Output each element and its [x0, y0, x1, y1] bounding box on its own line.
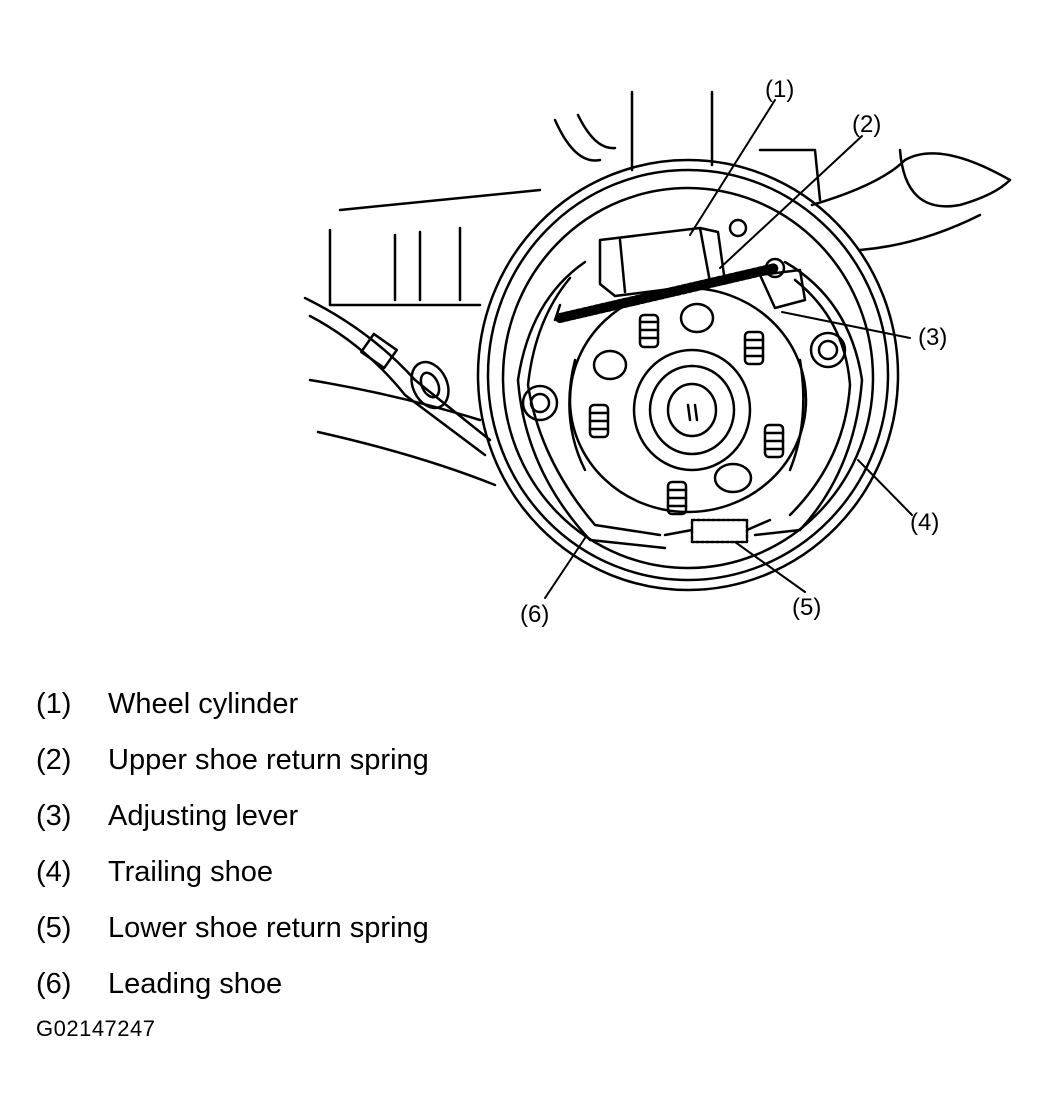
- parts-legend: (1) Wheel cylinder (2) Upper shoe return…: [36, 676, 429, 1012]
- adjusting-lever: [758, 268, 807, 310]
- leading-shoe: [516, 260, 667, 550]
- callout-1: (1): [765, 76, 794, 103]
- legend-item: (2) Upper shoe return spring: [36, 732, 429, 788]
- hub-flange: [568, 286, 808, 514]
- callout-5: (5): [792, 594, 821, 621]
- brake-assembly-diagram: (1) (2) (3) (4) (5) (6): [303, 76, 1012, 628]
- parking-brake-cable: [303, 296, 492, 457]
- legend-label: Lower shoe return spring: [108, 911, 429, 944]
- upper-shoe-return-spring: [553, 263, 780, 323]
- trailing-shoe: [753, 260, 864, 537]
- legend-number: (4): [36, 855, 72, 888]
- legend-item: (5) Lower shoe return spring: [36, 900, 429, 956]
- callout-4: (4): [910, 509, 939, 536]
- axle-hub: [632, 348, 752, 472]
- legend-number: (6): [36, 967, 72, 1000]
- legend-number: (1): [36, 687, 72, 720]
- background-structure: [328, 90, 1012, 307]
- legend-item: (3) Adjusting lever: [36, 788, 429, 844]
- adjuster-pivot: [764, 257, 786, 279]
- legend-label: Wheel cylinder: [108, 687, 299, 720]
- legend-label: Adjusting lever: [108, 799, 299, 832]
- lower-shoe-return-spring: [663, 518, 772, 544]
- legend-label: Trailing shoe: [108, 855, 273, 888]
- callout-6: (6): [520, 601, 549, 628]
- flange-holes: [592, 302, 753, 494]
- legend-number: (3): [36, 799, 72, 832]
- legend-label: Leading shoe: [108, 967, 283, 1000]
- arm-line-upper: [308, 378, 482, 422]
- wheel-studs: [588, 313, 785, 516]
- callout-3: (3): [918, 324, 947, 351]
- figure-code: G02147247: [36, 1016, 156, 1041]
- legend-item: (4) Trailing shoe: [36, 844, 429, 900]
- legend-item: (6) Leading shoe: [36, 956, 429, 1012]
- legend-number: (2): [36, 743, 72, 776]
- callout-leaders: [544, 99, 913, 599]
- callout-2: (2): [852, 111, 881, 138]
- legend-label: Upper shoe return spring: [108, 743, 429, 776]
- arm-line-lower: [316, 430, 497, 487]
- legend-number: (5): [36, 911, 72, 944]
- trailing-shoe-lining: [788, 278, 852, 517]
- legend-item: (1) Wheel cylinder: [36, 676, 429, 732]
- shoe-hold-down-pins: [521, 331, 847, 422]
- brake-drum: [476, 158, 900, 592]
